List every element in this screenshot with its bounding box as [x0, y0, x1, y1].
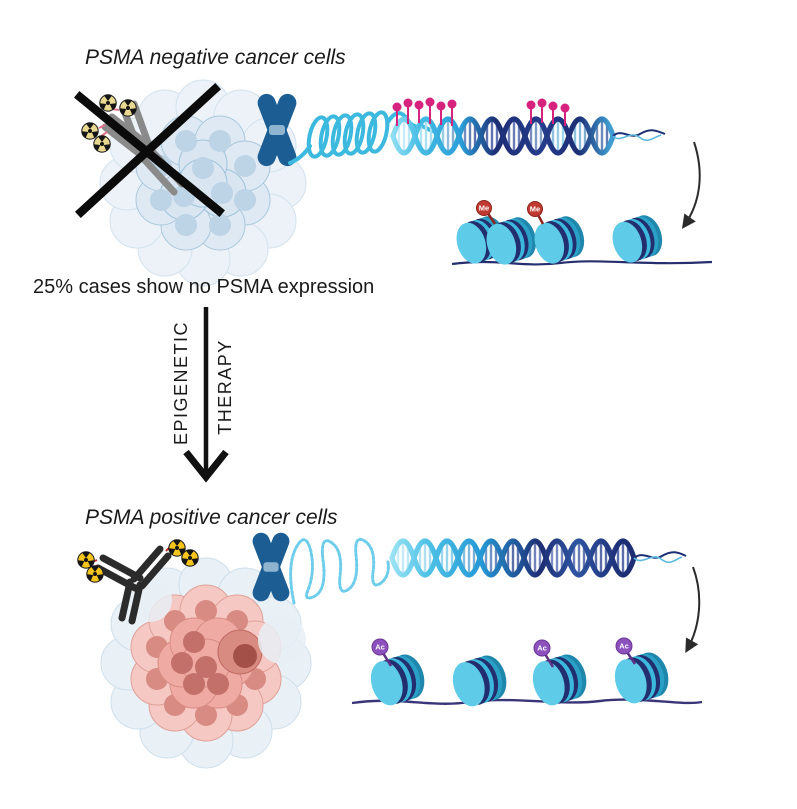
acetyl-label: Ac — [537, 644, 547, 653]
dna-helix-methylated-icon — [390, 97, 666, 156]
nucleosomes-closed-chromatin: Me Me — [451, 200, 713, 269]
caption-text: 25% cases show no PSMA expression — [33, 276, 374, 298]
methyl-mark-badge: Me — [527, 201, 545, 225]
radioisotope-icon — [92, 135, 112, 153]
radioisotope-icon — [80, 122, 100, 140]
cross-out-x-icon — [74, 82, 225, 219]
methyl-mark-badge: Me — [476, 200, 497, 225]
condensed-chromatin-coil-icon — [288, 110, 434, 165]
arrow-label-epigenetic: EPIGENETIC — [171, 321, 191, 445]
curved-arrow-icon — [681, 141, 701, 229]
curved-arrow-icon — [685, 566, 701, 654]
methylation-marks-icon — [396, 104, 566, 126]
psma-positive-title: PSMA positive cancer cells — [85, 506, 338, 529]
radiolabeled-antibody-icon — [76, 539, 200, 625]
acetyl-mark-badge: Ac — [533, 639, 555, 668]
bottom-panel: PSMA positive cancer cells — [76, 506, 703, 769]
acetyl-mark-badge: Ac — [615, 637, 637, 665]
crossed-antibody-icon — [74, 82, 225, 219]
acetyl-label: Ac — [375, 643, 385, 652]
arrowhead-icon — [183, 449, 229, 483]
radioisotope-icon — [118, 99, 138, 117]
radioisotope-icon — [85, 565, 105, 583]
cancer-cell-cluster-positive — [100, 557, 312, 769]
dna-helix-unmethylated-icon — [389, 538, 687, 578]
acetyl-label: Ac — [619, 642, 629, 651]
top-panel: PSMA negative cancer cells — [33, 46, 713, 298]
chromosome-icon — [252, 532, 290, 602]
methyl-label: Me — [530, 205, 540, 214]
psma-negative-title: PSMA negative cancer cells — [85, 46, 346, 69]
chromosome-icon — [257, 93, 297, 167]
open-chromatin-squiggle-icon — [289, 537, 390, 605]
methyl-label: Me — [479, 204, 489, 213]
nucleosomes-open-chromatin: Ac Ac Ac — [351, 637, 703, 711]
arrow-label-therapy: THERAPY — [215, 339, 235, 435]
epigenetic-therapy-arrow: EPIGENETIC THERAPY — [171, 307, 235, 483]
acetyl-mark-badge: Ac — [371, 638, 393, 667]
radioisotope-icon — [98, 94, 118, 112]
radioisotope-icon — [180, 549, 200, 567]
